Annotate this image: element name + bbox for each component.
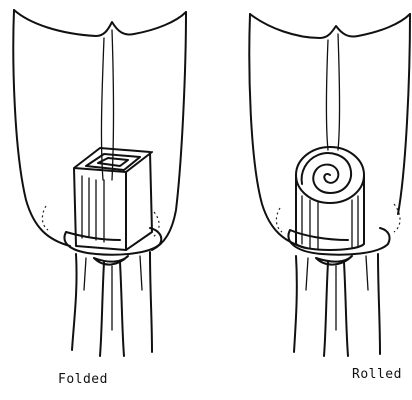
rolled-label: Rolled <box>352 367 402 382</box>
folded-leaf-illustration <box>13 10 186 356</box>
folded-sheath-rim <box>14 10 186 36</box>
folded-stem-detail <box>84 256 142 330</box>
rolled-auricle <box>316 256 352 265</box>
rolled-stem-detail <box>306 256 368 330</box>
folded-collar <box>64 228 161 255</box>
rolled-sheath-outline <box>249 14 410 248</box>
folded-ligule <box>42 206 159 238</box>
folded-sheath-outline <box>13 10 186 250</box>
folded-leaf-shading <box>82 176 104 242</box>
folded-auricle <box>94 256 128 265</box>
rolled-leaf-shading <box>302 196 358 250</box>
rolled-midrib <box>327 34 340 150</box>
folded-label: Folded <box>58 372 108 387</box>
rolled-sheath-rim <box>250 14 410 38</box>
rolled-leaf-spiral <box>302 153 351 193</box>
rolled-leaf-illustration <box>249 14 410 356</box>
